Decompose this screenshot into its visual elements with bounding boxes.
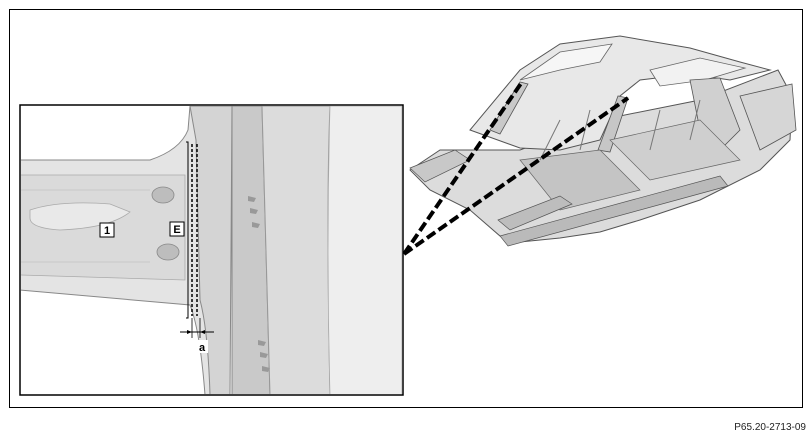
car-body-shell bbox=[409, 35, 797, 247]
detail-leader-lines bbox=[402, 80, 630, 256]
reference-code: P65.20-2713-09 bbox=[734, 422, 806, 433]
callout-label-weld: E bbox=[173, 224, 180, 236]
callout-box-part bbox=[99, 222, 115, 238]
callout-box-dimension bbox=[196, 340, 208, 353]
callout-label-dimension: a bbox=[199, 342, 206, 354]
callout-box-weld bbox=[169, 221, 185, 237]
callout-label-part: 1 bbox=[104, 225, 110, 237]
detail-view: 1 E a bbox=[19, 104, 404, 396]
